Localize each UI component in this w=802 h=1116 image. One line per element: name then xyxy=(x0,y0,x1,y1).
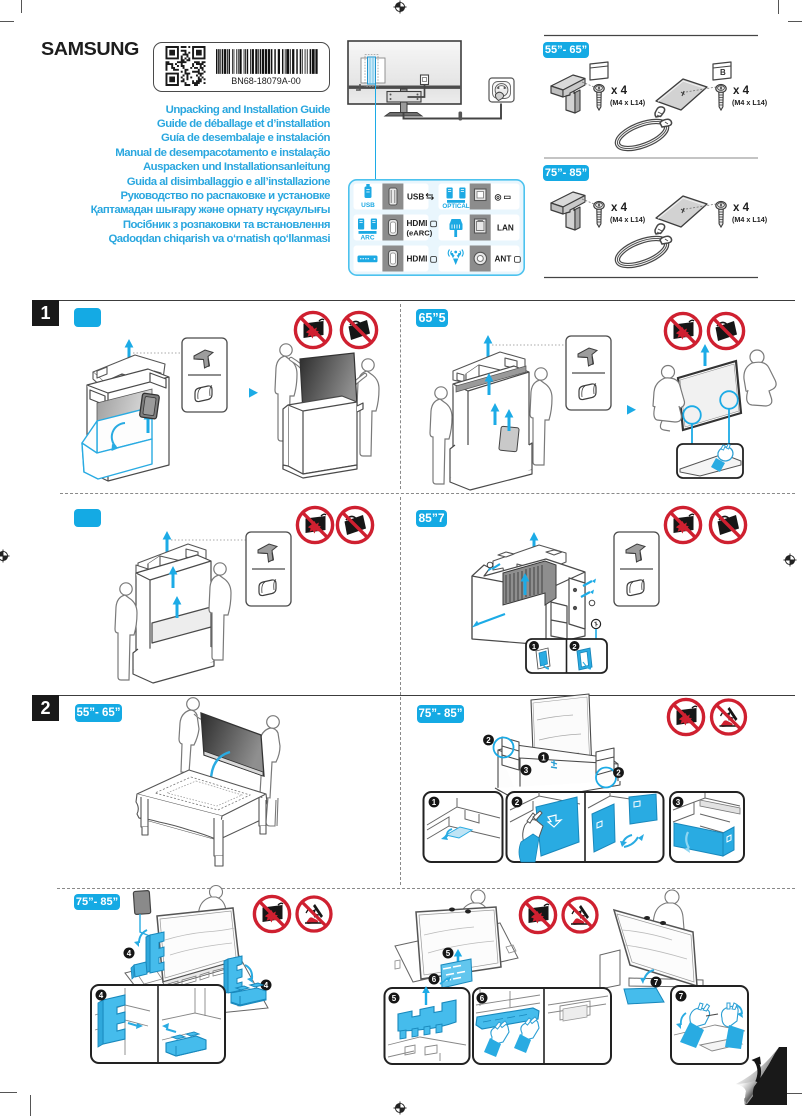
svg-text:4: 4 xyxy=(99,991,104,1000)
svg-text:HDMI ▢: HDMI ▢ xyxy=(407,219,438,228)
svg-text:SAMSUNG: SAMSUNG xyxy=(41,38,139,59)
svg-text:4: 4 xyxy=(127,949,132,958)
svg-text:2: 2 xyxy=(572,642,576,651)
svg-text:2: 2 xyxy=(486,736,491,745)
svg-text:5: 5 xyxy=(446,949,451,958)
svg-text:4: 4 xyxy=(264,981,269,990)
svg-text:LAN: LAN xyxy=(497,224,514,233)
svg-text:OPTICAL: OPTICAL xyxy=(442,203,469,210)
svg-text:ARC: ARC xyxy=(360,235,374,242)
svg-text:1: 1 xyxy=(432,798,437,807)
svg-text:6: 6 xyxy=(480,994,485,1003)
svg-text:USB: USB xyxy=(407,193,424,202)
svg-text:3: 3 xyxy=(676,798,681,807)
svg-text:x 4: x 4 xyxy=(733,85,750,97)
svg-text:3: 3 xyxy=(524,766,529,775)
svg-text:USB: USB xyxy=(361,202,375,209)
svg-text:(eARC): (eARC) xyxy=(407,229,433,238)
svg-text:B: B xyxy=(720,68,726,77)
svg-text:2: 2 xyxy=(616,769,621,778)
svg-text:1: 1 xyxy=(532,642,536,651)
svg-text:(M4 x L14): (M4 x L14) xyxy=(732,98,768,107)
svg-text:1: 1 xyxy=(541,754,546,763)
svg-text:(M4 x L14): (M4 x L14) xyxy=(610,98,646,107)
svg-text:6: 6 xyxy=(432,975,437,984)
svg-text:7: 7 xyxy=(679,992,684,1001)
svg-text:7: 7 xyxy=(654,978,659,987)
svg-text:2: 2 xyxy=(515,798,520,807)
svg-text:HDMI ▢: HDMI ▢ xyxy=(407,255,438,264)
svg-text:◎ ▭: ◎ ▭ xyxy=(495,193,511,202)
svg-text:x 4: x 4 xyxy=(611,85,628,97)
svg-text:5: 5 xyxy=(392,994,397,1003)
svg-text:ANT ▢: ANT ▢ xyxy=(495,255,522,264)
